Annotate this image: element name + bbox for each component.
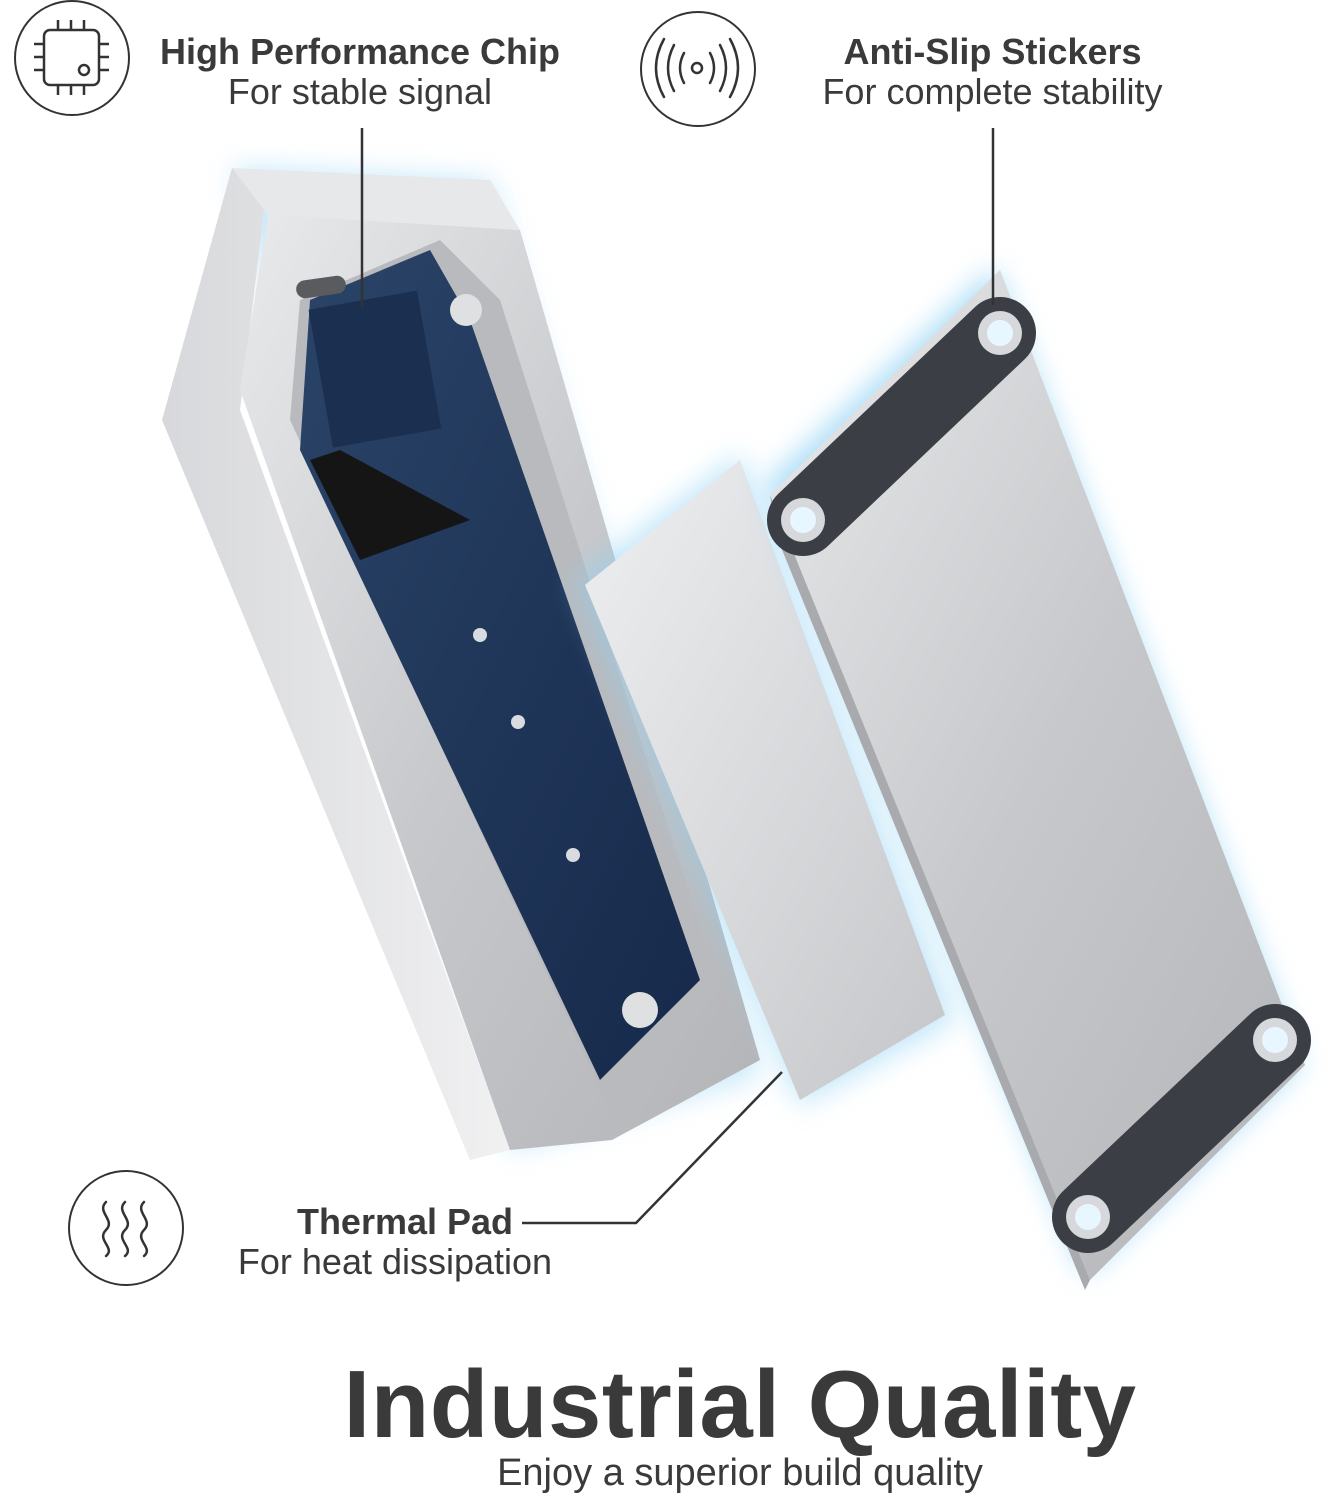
vibration-icon: [654, 37, 740, 99]
stickers-caption: Anti-Slip Stickers For complete stabilit…: [780, 32, 1205, 111]
thermal-caption: Thermal Pad For heat dissipation: [205, 1202, 585, 1281]
stickers-subtitle: For complete stability: [822, 70, 1163, 112]
lid-panel: [765, 268, 1311, 1290]
tagline: Enjoy a superior build quality: [497, 1452, 983, 1494]
heat-waves-icon: [101, 1200, 149, 1258]
anti-slip-sticker-top: [767, 297, 1036, 556]
stickers-title: Anti-Slip Stickers: [843, 31, 1142, 72]
chip-subtitle: For stable signal: [227, 70, 493, 112]
thermal-feature-badge: [68, 1170, 184, 1286]
headline: Industrial Quality: [343, 1351, 1137, 1458]
thermal-subtitle: For heat dissipation: [237, 1240, 553, 1282]
chip-feature-badge: [14, 0, 130, 116]
thermal-title: Thermal Pad: [296, 1201, 514, 1242]
thermal-pad: [575, 455, 955, 1105]
chip-caption: High Performance Chip For stable signal: [140, 32, 580, 111]
thermal-leader-line: [522, 1071, 783, 1225]
chip-title: High Performance Chip: [159, 31, 561, 72]
chip-icon: [34, 20, 109, 95]
stickers-feature-badge: [640, 11, 756, 127]
enclosure-body: [162, 168, 760, 1160]
anti-slip-sticker-bottom: [1052, 1004, 1311, 1253]
